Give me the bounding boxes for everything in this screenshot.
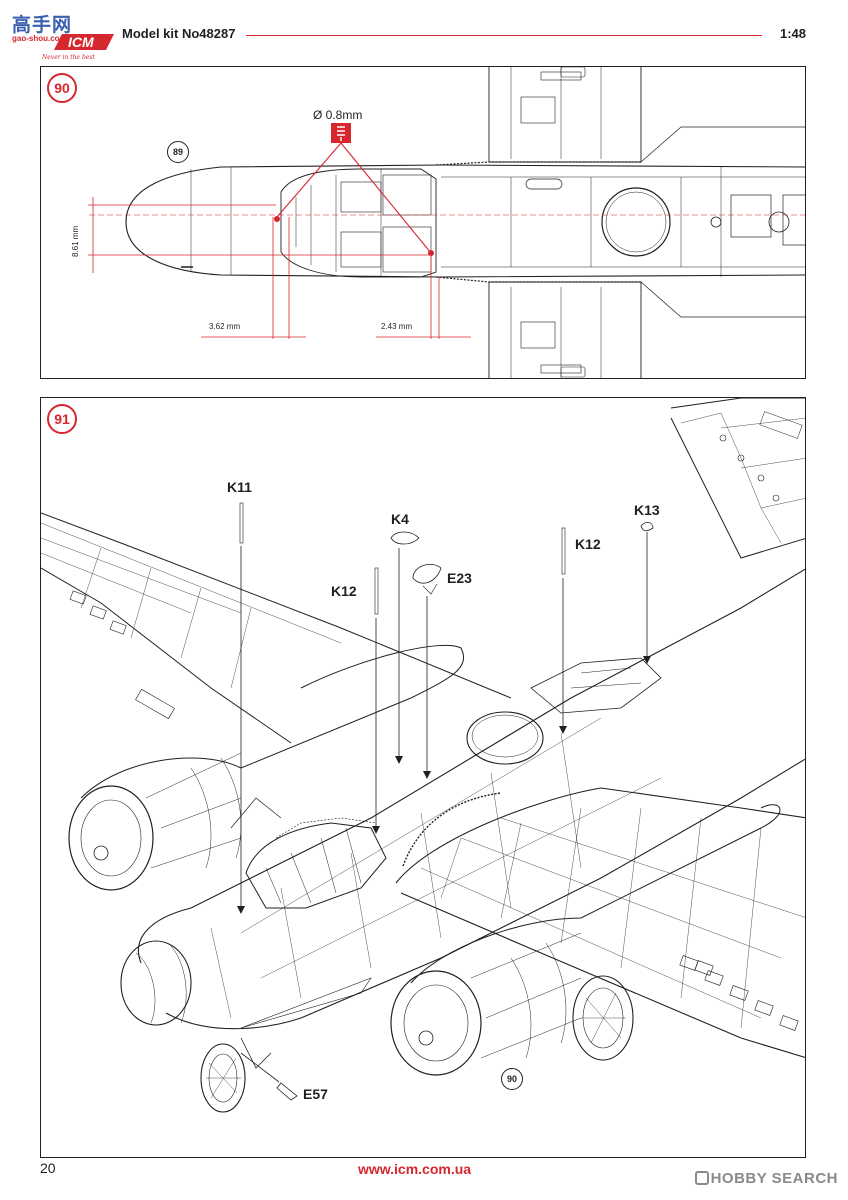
icm-logo-mark: ICM [54, 34, 114, 50]
dim-vertical-label: 8.61 mm [71, 225, 80, 257]
part-label-e23: E23 [447, 570, 472, 586]
part-label-k12-left: K12 [331, 583, 357, 599]
step-91-panel: 91 K11 K4 K12 E23 K12 K13 E57 90 [40, 397, 806, 1158]
icm-logo: 高手网 gao-shou.com ICM Never in the best [6, 4, 118, 62]
part-label-e57: E57 [303, 1086, 328, 1102]
ref-step-89-badge: 89 [167, 141, 189, 163]
watermark-site-text: 高手网 [12, 14, 73, 36]
hobby-search-watermark: HOBBY SEARCH [694, 1170, 838, 1187]
page-header: 高手网 gao-shou.com ICM Never in the best M… [0, 0, 848, 62]
hobby-search-text: HOBBY SEARCH [710, 1170, 838, 1187]
footer-url-link[interactable]: www.icm.com.ua [358, 1161, 472, 1177]
dim-right-label: 2.43 mm [381, 322, 413, 331]
ref-step-90-badge: 90 [501, 1068, 523, 1090]
icm-brand-text: ICM [68, 34, 94, 50]
part-label-k4: K4 [391, 511, 409, 527]
dim-left-label: 3.62 mm [209, 322, 241, 331]
part-label-k11: K11 [227, 479, 252, 495]
step-90-badge: 90 [47, 73, 77, 103]
icm-tagline: Never in the best [42, 54, 95, 61]
part-label-k12-right: K12 [575, 536, 601, 552]
step-90-panel: 90 Ø 0.8mm 89 8.61 mm 3.62 mm 2.43 mm [40, 66, 806, 379]
scale-label: 1:48 [779, 26, 806, 41]
step-90-drawing [88, 67, 805, 378]
part-label-k13: K13 [634, 502, 660, 518]
watermark-url-text: gao-shou.com [12, 34, 67, 43]
step-91-badge: 91 [47, 404, 77, 434]
drill-diameter-label: Ø 0.8mm [313, 108, 363, 122]
hobby-search-icon [694, 1171, 709, 1185]
kit-number-label: Model kit No48287 [122, 26, 236, 41]
page-number: 20 [40, 1160, 56, 1176]
header-rule [246, 35, 762, 36]
step-91-drawing [41, 398, 805, 1113]
